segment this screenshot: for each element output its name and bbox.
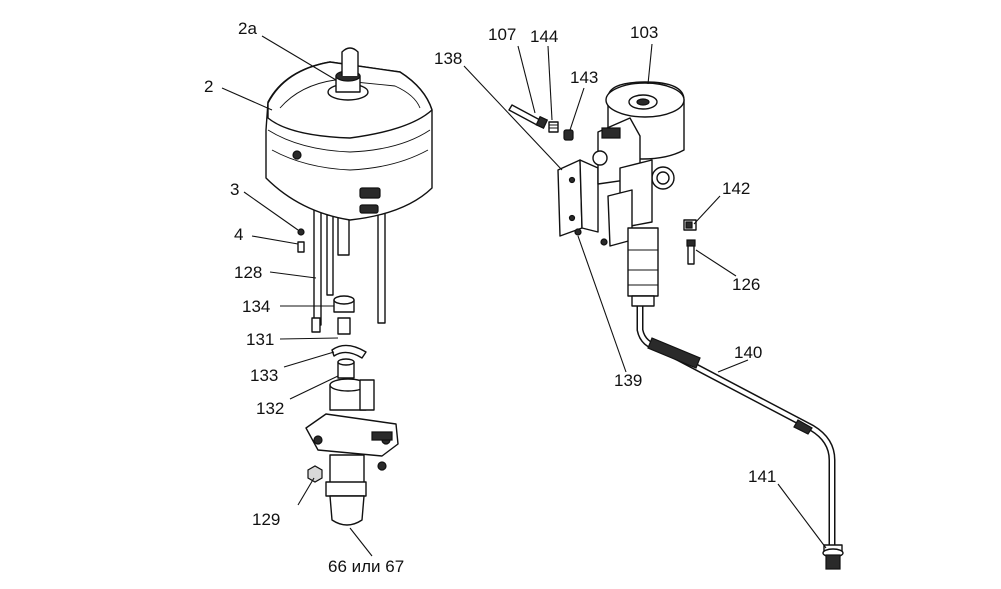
housing-slot [359,187,381,199]
washer-3 [297,228,305,236]
screw-4 [297,241,305,253]
housing-screw [292,150,302,160]
bracket-138 [557,159,583,237]
hose-end-141 [825,554,841,570]
label-2: 2 [204,77,213,96]
label-131: 131 [246,330,274,349]
callout-labels: 2a 2 3 4 128 134 131 133 132 129 66 или … [204,19,776,576]
pump-lower-assembly [305,378,399,526]
spring-144 [548,121,559,133]
housing-slot-lower [359,204,379,214]
hose-spring-guard [647,337,701,369]
label-133: 133 [250,366,278,385]
leader-lines [221,35,827,557]
label-129: 129 [252,510,280,529]
label-141: 141 [748,467,776,486]
label-138: 138 [434,49,462,68]
label-66-67: 66 или 67 [328,557,404,576]
label-126: 126 [732,275,760,294]
pump-mount-plate [305,413,399,457]
label-3: 3 [230,180,239,199]
pump-collar [325,481,367,497]
label-132: 132 [256,399,284,418]
pump-cylinder [627,227,659,297]
label-139: 139 [614,371,642,390]
nut-129 [307,465,323,483]
cap-handle [341,47,359,76]
screw-139 [574,228,582,236]
tie-rod-mid [326,214,334,296]
label-134: 134 [242,297,270,316]
small-parts-left [297,228,367,379]
tie-rod-left [313,209,322,326]
pump-foot [329,495,365,526]
motor-housing-assembly [265,47,433,326]
label-107: 107 [488,25,516,44]
label-144: 144 [530,27,558,46]
tie-rod-right [377,207,386,324]
label-4: 4 [234,225,243,244]
nut-143 [563,129,574,141]
rod-end-128 [311,317,321,333]
pump-body [329,454,365,486]
fitting-131 [337,317,351,335]
label-103: 103 [630,23,658,42]
label-128: 128 [234,263,262,282]
label-140: 140 [734,343,762,362]
center-rod [337,214,350,256]
label-143: 143 [570,68,598,87]
screw-126 [687,243,695,265]
label-142: 142 [722,179,750,198]
pump-side-fitting [359,379,375,411]
right-assembly [508,81,844,570]
clip-133 [331,344,367,359]
pin-107 [508,104,541,126]
label-2a: 2a [238,19,257,38]
